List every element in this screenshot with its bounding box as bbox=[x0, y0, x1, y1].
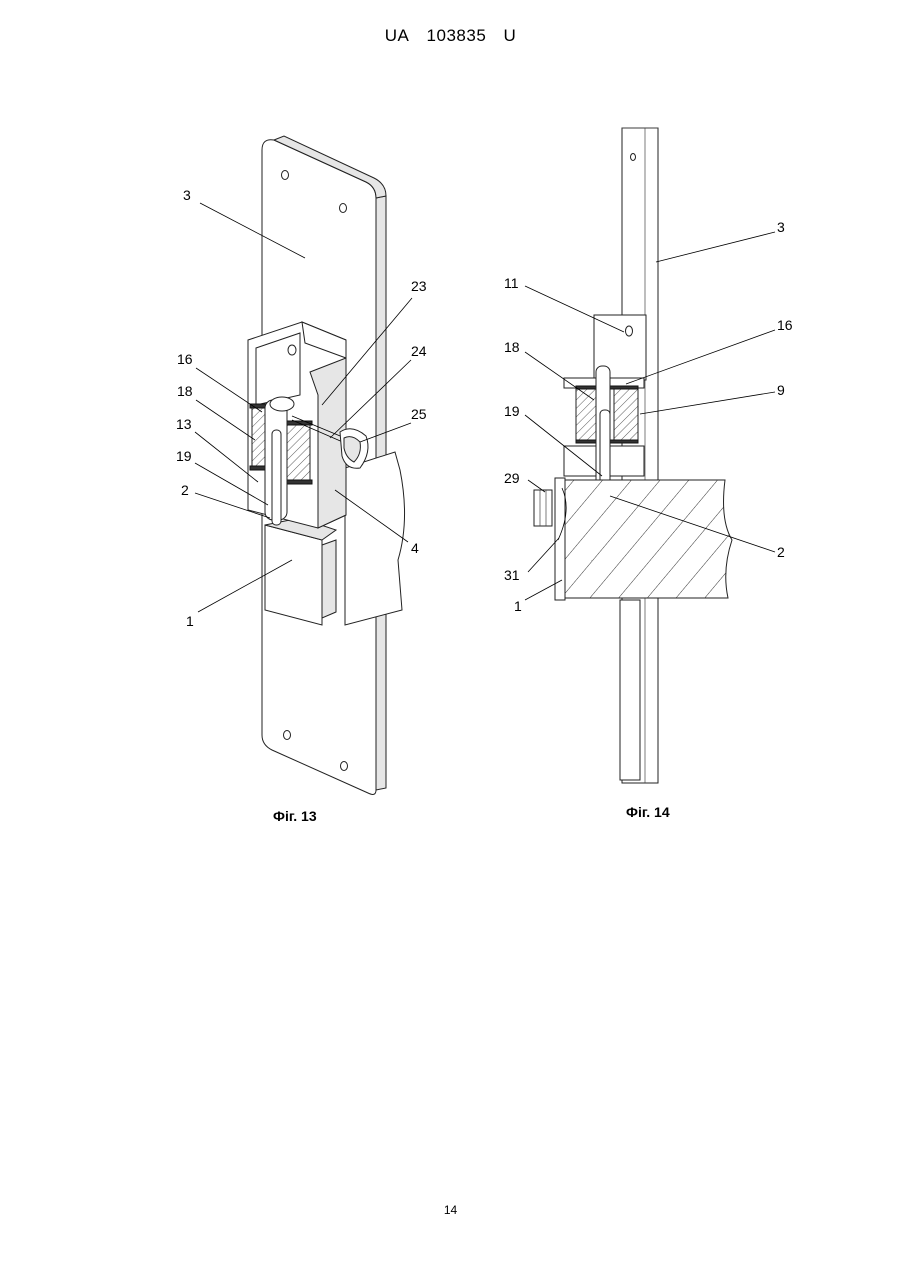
fig14-label-11: 11 bbox=[504, 275, 519, 291]
fig13-label-18: 18 bbox=[177, 383, 193, 399]
fig13-label-4: 4 bbox=[411, 540, 419, 556]
fig14-housing bbox=[564, 315, 646, 496]
fig13-caption: Фіг. 13 bbox=[273, 808, 317, 824]
fig13-label-13: 13 bbox=[176, 416, 192, 432]
fig13-label-16: 16 bbox=[177, 351, 193, 367]
page-number: 14 bbox=[0, 1203, 901, 1217]
fig13-label-3: 3 bbox=[183, 187, 191, 203]
fig14-label-16: 16 bbox=[777, 317, 793, 333]
fig13-label-19: 19 bbox=[176, 448, 192, 464]
fig14-lower-bar bbox=[620, 600, 640, 780]
fig14-label-2: 2 bbox=[777, 544, 785, 560]
fig14-door-block bbox=[555, 478, 732, 600]
fig13-label-2: 2 bbox=[181, 482, 189, 498]
fig13-label-1: 1 bbox=[186, 613, 194, 629]
figure-13: 3 23 24 16 18 25 13 19 2 4 1 Фіг. 13 bbox=[176, 136, 427, 824]
fig14-label-3: 3 bbox=[777, 219, 785, 235]
fig13-label-25: 25 bbox=[411, 406, 427, 422]
fig14-label-29: 29 bbox=[504, 470, 520, 486]
fig13-label-24: 24 bbox=[411, 343, 427, 359]
figure-14: 3 11 16 18 9 19 29 2 31 1 Фіг. 14 bbox=[504, 128, 793, 820]
fig14-label-19: 19 bbox=[504, 403, 520, 419]
fig14-label-31: 31 bbox=[504, 567, 520, 583]
fig14-caption: Фіг. 14 bbox=[626, 804, 670, 820]
fig13-label-23: 23 bbox=[411, 278, 427, 294]
fig14-label-18: 18 bbox=[504, 339, 520, 355]
fig14-label-1: 1 bbox=[514, 598, 522, 614]
fig14-label-9: 9 bbox=[777, 382, 785, 398]
